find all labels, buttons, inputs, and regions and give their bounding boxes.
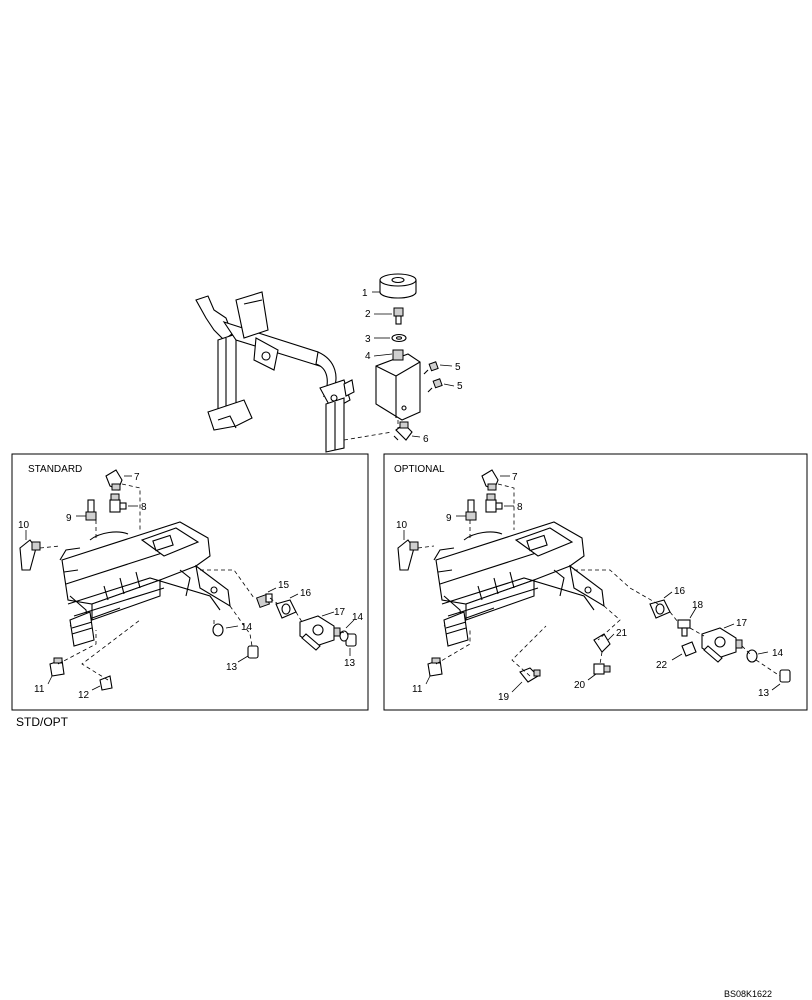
std-part-9-plug (85, 499, 97, 521)
part-5-bolt-upper (423, 361, 439, 375)
std-callout-7: 7 (134, 472, 140, 483)
opt-callout-17: 17 (736, 618, 748, 629)
part-4-reservoir (375, 349, 421, 421)
std-part-7-elbow (105, 469, 123, 491)
opt-part-13-cap (779, 669, 791, 683)
part-2-fitting (393, 307, 404, 325)
std-part-15-adapter (255, 593, 273, 609)
std-callout-11: 11 (34, 684, 45, 695)
std-callout-15: 15 (278, 580, 290, 591)
part-1-cap (379, 273, 417, 299)
part-6-elbow (393, 421, 413, 441)
part-5-bolt-lower (427, 378, 443, 393)
opt-part-22-elbow (681, 641, 697, 657)
callout-1: 1 (362, 288, 368, 299)
std-part-12-plug (99, 675, 113, 691)
std-callout-9: 9 (66, 513, 72, 524)
opt-part-16-nut (649, 599, 671, 619)
callout-5-lower: 5 (457, 381, 463, 392)
std-part-16-nut (275, 599, 297, 619)
opt-part-11-cap (427, 657, 443, 677)
std-callout-16: 16 (300, 588, 312, 599)
opt-part-17-valve (701, 627, 743, 663)
std-part-10-elbow (19, 539, 41, 571)
opt-callout-11: 11 (412, 684, 423, 695)
std-callout-17: 17 (334, 607, 346, 618)
opt-part-14-oring (746, 649, 758, 663)
opt-callout-21: 21 (616, 628, 628, 639)
standard-valve-block (59, 521, 231, 647)
std-callout-14-left: 14 (241, 622, 253, 633)
callout-2: 2 (365, 309, 371, 320)
optional-panel: OPTIONAL (383, 453, 808, 711)
part-3-washer (391, 333, 407, 343)
std-callout-12: 12 (78, 690, 90, 701)
std-part-14-oring-left (212, 623, 224, 637)
opt-callout-8: 8 (517, 502, 523, 513)
std-callout-10: 10 (18, 520, 30, 531)
opt-part-10-elbow (397, 539, 419, 571)
opt-callout-13: 13 (758, 688, 770, 699)
standard-panel-border (11, 453, 369, 711)
opt-callout-20: 20 (574, 680, 586, 691)
opt-callout-16: 16 (674, 586, 686, 597)
std-callout-13-right: 13 (344, 658, 356, 669)
callout-3: 3 (365, 334, 371, 345)
std-part-11-cap (49, 657, 65, 677)
opt-part-18-tee (677, 619, 691, 637)
std-part-8-tee (109, 493, 127, 513)
opt-callout-10: 10 (396, 520, 408, 531)
opt-part-9-plug (465, 499, 477, 521)
opt-callout-9: 9 (446, 513, 452, 524)
opt-part-7-elbow (481, 469, 499, 491)
std-callout-13-left: 13 (226, 662, 238, 673)
std-part-13-cap-lower (247, 645, 259, 659)
frame-bracket (195, 291, 355, 453)
opt-callout-18: 18 (692, 600, 704, 611)
optional-panel-border (383, 453, 808, 711)
drawing-code: BS08K1622 (724, 989, 772, 999)
callout-4: 4 (365, 351, 371, 362)
standard-panel: STANDARD (11, 453, 369, 711)
top-assembly: 1 2 3 4 5 5 6 (195, 273, 463, 453)
opt-callout-14: 14 (772, 648, 784, 659)
std-part-17-valve (299, 615, 341, 651)
std-callout-8: 8 (141, 502, 147, 513)
opt-part-20-tee (593, 663, 611, 675)
std-callout-14-right: 14 (352, 612, 364, 623)
variant-label: STD/OPT (16, 715, 69, 729)
opt-callout-22: 22 (656, 660, 668, 671)
optional-panel-title: OPTIONAL (394, 464, 445, 475)
opt-callout-19: 19 (498, 692, 510, 703)
optional-valve-block (433, 521, 605, 647)
opt-callout-7: 7 (512, 472, 518, 483)
callout-6: 6 (423, 434, 429, 445)
callout-5-upper: 5 (455, 362, 461, 373)
standard-panel-title: STANDARD (28, 464, 82, 475)
opt-part-8-tee (485, 493, 503, 513)
opt-part-21-elbow (593, 633, 611, 653)
